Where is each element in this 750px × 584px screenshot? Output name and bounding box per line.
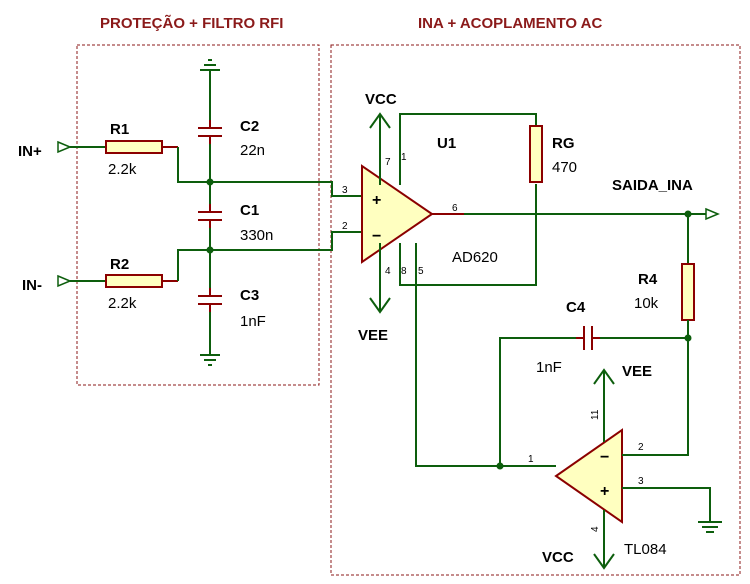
wire-in-plus-net: [177, 147, 362, 197]
vee-left-symbol: VEE: [358, 243, 391, 344]
resistor-rg: RG 470: [529, 125, 577, 183]
resistor-r4: R4 10k: [634, 263, 695, 321]
capacitor-c1: C1 330n: [198, 182, 273, 250]
ina-section-title: INA + ACOPLAMENTO AC: [418, 15, 602, 32]
saida-ina-label: SAIDA_INA: [612, 177, 693, 194]
ina-ad620-u1: + − U1 AD620 3 2 6 7 1 4 8 5: [342, 135, 498, 277]
ground-bottom-symbol: [200, 354, 220, 366]
c3-value: 1nF: [240, 313, 266, 330]
in-minus-port: IN-: [22, 274, 106, 294]
svg-text:1: 1: [401, 152, 407, 163]
wire-u2-inverting: [622, 338, 689, 456]
ground-u2-symbol: [698, 521, 722, 533]
c1-ref: C1: [240, 202, 259, 219]
svg-text:−: −: [372, 228, 381, 245]
svg-text:2: 2: [342, 221, 348, 232]
wire-c4-feedback: [499, 337, 576, 466]
c3-ref: C3: [240, 287, 259, 304]
in-plus-port: IN+: [18, 140, 106, 160]
vee-right-symbol: VEE: [593, 363, 652, 442]
rfi-section-title: PROTEÇÃO + FILTRO RFI: [100, 14, 283, 32]
wire-in-minus-net: [177, 231, 362, 281]
r2-ref: R2: [110, 256, 129, 273]
svg-text:5: 5: [418, 266, 424, 277]
svg-text:6: 6: [452, 203, 458, 214]
rg-ref: RG: [552, 135, 575, 152]
junction-ref: [496, 462, 504, 470]
wire-u2-noninverting: [622, 487, 711, 522]
svg-text:3: 3: [638, 476, 644, 487]
capacitor-c4: C4 1nF: [536, 299, 600, 376]
svg-text:1: 1: [528, 454, 534, 465]
ina-section-box: [330, 44, 741, 576]
capacitor-c2: C2 22n: [198, 118, 265, 182]
vee-right-label: VEE: [622, 363, 652, 380]
resistor-r1: R1 2.2k: [105, 121, 178, 178]
u2-value: TL084: [624, 541, 667, 558]
svg-text:4: 4: [590, 526, 601, 532]
c4-ref: C4: [566, 299, 586, 316]
vcc-bottom-label: VCC: [542, 549, 574, 566]
rg-value: 470: [552, 159, 577, 176]
in-minus-label: IN-: [22, 277, 42, 294]
wire-rg-top: [399, 113, 537, 185]
opamp-tl084: − + 1 2 3 11 4 TL084: [528, 409, 667, 558]
svg-text:2: 2: [638, 442, 644, 453]
ground-top-symbol: [200, 59, 220, 120]
capacitor-c3: C3 1nF: [198, 250, 266, 355]
r2-value: 2.2k: [108, 295, 137, 312]
svg-text:+: +: [600, 483, 609, 500]
c1-value: 330n: [240, 227, 273, 244]
r1-value: 2.2k: [108, 161, 137, 178]
svg-text:4: 4: [385, 266, 391, 277]
wire-rg-bottom: [399, 184, 537, 286]
in-plus-label: IN+: [18, 143, 42, 160]
r1-ref: R1: [110, 121, 129, 138]
vcc-top-symbol: VCC: [365, 91, 397, 185]
vcc-top-label: VCC: [365, 91, 397, 108]
saida-ina-port: SAIDA_INA: [612, 177, 720, 221]
svg-text:−: −: [600, 449, 609, 466]
c2-ref: C2: [240, 118, 259, 135]
svg-text:7: 7: [385, 157, 391, 168]
vcc-bottom-symbol: VCC: [542, 510, 615, 570]
resistor-r2: R2 2.2k: [105, 256, 178, 312]
c4-value: 1nF: [536, 359, 562, 376]
u1-ref: U1: [437, 135, 456, 152]
svg-text:11: 11: [590, 409, 601, 420]
svg-text:3: 3: [342, 185, 348, 196]
rfi-filter-section-box: [76, 44, 320, 386]
vee-left-label: VEE: [358, 327, 388, 344]
r4-value: 10k: [634, 295, 659, 312]
svg-text:+: +: [372, 192, 381, 209]
svg-text:8: 8: [401, 266, 407, 277]
r4-ref: R4: [638, 271, 658, 288]
c2-value: 22n: [240, 142, 265, 159]
wire-ref-feedback: [415, 243, 556, 467]
u1-value: AD620: [452, 249, 498, 266]
